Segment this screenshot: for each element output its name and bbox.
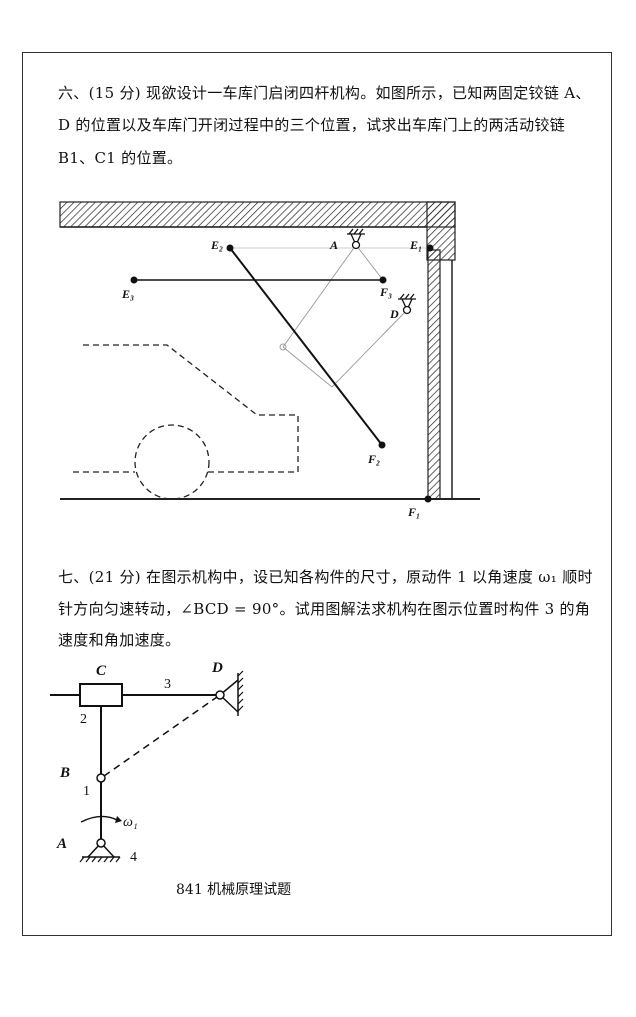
- garage-door: [427, 249, 441, 500]
- label-D: D: [389, 307, 399, 321]
- q6-line-3: B1、C1 的位置。: [58, 149, 183, 167]
- label-E1: E₁: [409, 238, 422, 252]
- label-A2: A: [56, 836, 67, 852]
- q7-line-2: 针方向匀速转动，∠BCD = 90°。试用图解法求机构在图示位置时构件 3 的角: [58, 600, 591, 618]
- label-link3: 3: [164, 677, 171, 692]
- ceiling-wall: [59, 201, 456, 228]
- label-E3: E₃: [121, 287, 134, 301]
- label-B: B: [59, 765, 70, 781]
- page-border: [22, 52, 612, 936]
- slider-2: [79, 683, 123, 707]
- exam-caption: 841 机械原理试题: [176, 882, 292, 898]
- label-C: C: [96, 663, 107, 679]
- label-F2: F₂: [367, 452, 380, 466]
- pivot-D: [398, 293, 416, 315]
- door-points: [130, 244, 434, 503]
- q7-line-3: 速度和角加速度。: [58, 631, 181, 649]
- q6-line-2: D 的位置以及车库门开闭过程中的三个位置，试求出车库门上的两活动铰链: [58, 116, 565, 134]
- dashed-BD: [103, 696, 218, 777]
- linkage-figure: [50, 670, 244, 863]
- construction-lines: [230, 244, 430, 388]
- label-omega: ω₁: [123, 815, 138, 830]
- label-D2: D: [211, 660, 223, 676]
- label-frame4: 4: [130, 850, 137, 865]
- car-outline: [83, 344, 299, 473]
- car-wheel: [134, 424, 210, 500]
- q6-line-1: 六、(15 分) 现欲设计一车库门启闭四杆机构。如图所示，已知两固定铰链 A、: [58, 84, 591, 102]
- label-E2: E₂: [210, 238, 223, 252]
- pivot-A: [347, 228, 365, 250]
- label-F3: F₃: [379, 285, 392, 299]
- label-A: A: [329, 238, 338, 252]
- label-F1: F₁: [407, 505, 420, 519]
- label-link1: 1: [83, 784, 90, 799]
- right-wall: [426, 201, 456, 261]
- door-position-2: [229, 247, 383, 446]
- rotation-arrow-icon: [80, 815, 118, 823]
- label-link2: 2: [80, 712, 87, 727]
- q7-line-1: 七、(21 分) 在图示机构中，设已知各构件的尺寸，原动件 1 以角速度 ω₁ …: [58, 568, 593, 586]
